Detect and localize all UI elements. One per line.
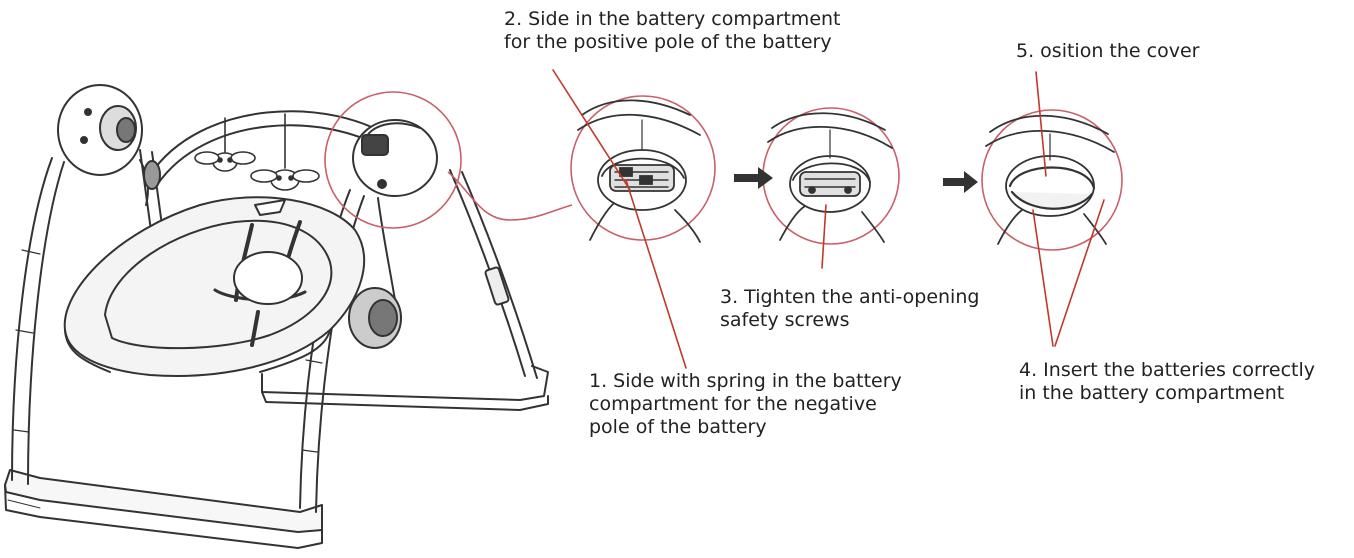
baby-swing-illustration [4, 84, 549, 549]
source-connector-line [447, 171, 573, 221]
step-arrow-icon [734, 167, 773, 189]
battery-cover-detail-2 [762, 107, 900, 245]
leader-step1 [625, 179, 687, 369]
step1-label: 1. Side with spring in the battery compa… [589, 370, 902, 438]
leader-step4b [1054, 199, 1105, 347]
source-callout-circle [324, 91, 462, 229]
leader-step2 [552, 69, 631, 191]
step2-label: 2. Side in the battery compartment for t… [504, 8, 841, 53]
source-callout [324, 91, 573, 229]
battery-cover-detail-3 [981, 109, 1123, 251]
step-arrow-icon [943, 171, 978, 193]
battery-cover-detail-1 [570, 95, 716, 243]
swing-seat [63, 196, 366, 377]
leader-step3 [821, 204, 827, 269]
step4-label: 4. Insert the batteries correctly in the… [1019, 359, 1315, 404]
step5-label: 5. osition the cover [1016, 40, 1200, 62]
leader-step5 [1035, 71, 1047, 177]
swing-left-leg [11, 157, 65, 485]
swing-right-hub [348, 119, 438, 349]
swing-hanging-toys [194, 113, 320, 191]
step3-label: 3. Tighten the anti-opening safety screw… [720, 286, 980, 331]
leader-step4a [1032, 209, 1054, 347]
step-arrows [734, 167, 978, 193]
swing-left-hub [57, 84, 161, 206]
swing-base [4, 365, 549, 549]
leader-lines [552, 69, 1105, 369]
